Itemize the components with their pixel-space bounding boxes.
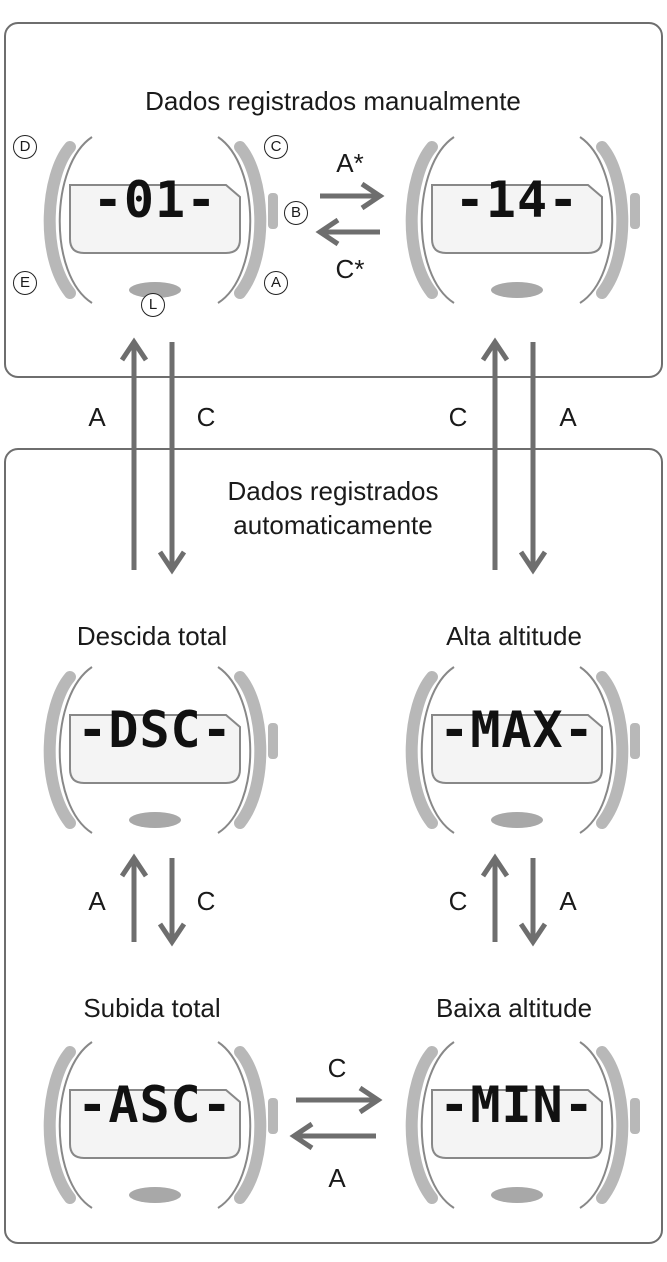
arrow-label: C <box>196 886 216 916</box>
side-button-icon <box>268 1098 278 1134</box>
lcd-screen <box>69 1089 241 1159</box>
light-button-icon <box>491 812 543 828</box>
case-left-outline <box>420 1041 455 1209</box>
lcd-screen <box>69 184 241 254</box>
case-right-outline <box>217 1041 252 1209</box>
case-right-outline <box>217 666 252 834</box>
watch-alta: -MAX- <box>392 665 642 835</box>
side-button-icon <box>630 1098 640 1134</box>
arrow-head-icon <box>315 217 340 247</box>
case-right-outline <box>579 666 614 834</box>
lcd-screen <box>69 714 241 784</box>
arrow-label: C <box>448 402 468 432</box>
arrow-head-icon <box>358 1085 383 1115</box>
bezel-left-icon <box>405 1046 438 1204</box>
button-l-label: L <box>141 293 165 317</box>
arrow-head-icon <box>518 922 548 947</box>
bezel-right-icon <box>596 141 629 299</box>
arrow-head-icon <box>119 853 149 878</box>
arrow-label: C <box>196 402 216 432</box>
side-button-icon <box>630 193 640 229</box>
baixa-altitude-label: Baixa altitude <box>435 993 593 1023</box>
descida-total-label: Descida total <box>76 621 228 651</box>
arrow-head-icon <box>119 337 149 362</box>
bezel-left-icon <box>405 671 438 829</box>
side-button-icon <box>630 723 640 759</box>
arrow-head-icon <box>360 181 385 211</box>
case-right-outline <box>217 136 252 304</box>
arrow-label: C <box>327 1053 347 1083</box>
auto-title-line1: Dados registrados <box>227 476 439 506</box>
light-button-icon <box>129 282 181 298</box>
arrow-head-icon <box>480 853 510 878</box>
bezel-right-icon <box>234 141 267 299</box>
button-c-label: C <box>264 135 288 159</box>
arrow-label-c-star: C* <box>335 254 365 284</box>
light-button-icon <box>129 812 181 828</box>
watch-manual-01: -01- <box>30 135 280 305</box>
watch-subida: -ASC- <box>30 1040 280 1210</box>
lcd-display: -14- <box>454 171 580 229</box>
button-a-label: A <box>264 271 288 295</box>
side-button-icon <box>268 723 278 759</box>
arrow-head-icon <box>518 550 548 575</box>
arrow-head-icon <box>289 1121 314 1151</box>
button-d-label: D <box>13 135 37 159</box>
subida-total-label: Subida total <box>83 993 221 1023</box>
arrow-head-icon <box>157 922 187 947</box>
arrow-head-icon <box>157 550 187 575</box>
lcd-display: -01- <box>92 171 218 229</box>
watch-descida: -DSC- <box>30 665 280 835</box>
bezel-right-icon <box>596 1046 629 1204</box>
arrow-head-icon <box>480 337 510 362</box>
arrow-label: A <box>88 402 106 432</box>
case-left-outline <box>420 136 455 304</box>
side-button-icon <box>268 193 278 229</box>
case-right-outline <box>579 1041 614 1209</box>
bezel-right-icon <box>234 1046 267 1204</box>
case-left-outline <box>420 666 455 834</box>
bezel-left-icon <box>43 141 76 299</box>
watch-baixa: -MIN- <box>392 1040 642 1210</box>
alta-altitude-label: Alta altitude <box>446 621 582 651</box>
lcd-display: -MIN- <box>439 1076 595 1134</box>
lcd-display: -DSC- <box>77 701 233 759</box>
lcd-screen <box>431 184 603 254</box>
bezel-right-icon <box>596 671 629 829</box>
lcd-screen <box>431 1089 603 1159</box>
manual-title: Dados registrados manualmente <box>145 86 521 116</box>
case-left-outline <box>58 666 93 834</box>
bezel-right-icon <box>234 671 267 829</box>
arrow-label: A <box>328 1163 346 1193</box>
case-right-outline <box>579 136 614 304</box>
case-left-outline <box>58 136 93 304</box>
lcd-display: -MAX- <box>439 701 595 759</box>
lcd-display: -ASC- <box>77 1076 233 1134</box>
watch-manual-14: -14- <box>392 135 642 305</box>
arrow-label: A <box>88 886 106 916</box>
arrow-label: C <box>448 886 468 916</box>
arrow-label: A <box>559 402 577 432</box>
light-button-icon <box>129 1187 181 1203</box>
bezel-left-icon <box>405 141 438 299</box>
auto-title-line2: automaticamente <box>233 510 433 540</box>
bezel-left-icon <box>43 671 76 829</box>
light-button-icon <box>491 1187 543 1203</box>
light-button-icon <box>491 282 543 298</box>
bezel-left-icon <box>43 1046 76 1204</box>
button-e-label: E <box>13 271 37 295</box>
arrow-label: A <box>559 886 577 916</box>
button-b-label: B <box>284 201 308 225</box>
lcd-screen <box>431 714 603 784</box>
case-left-outline <box>58 1041 93 1209</box>
arrow-label-a-star: A* <box>336 148 364 178</box>
